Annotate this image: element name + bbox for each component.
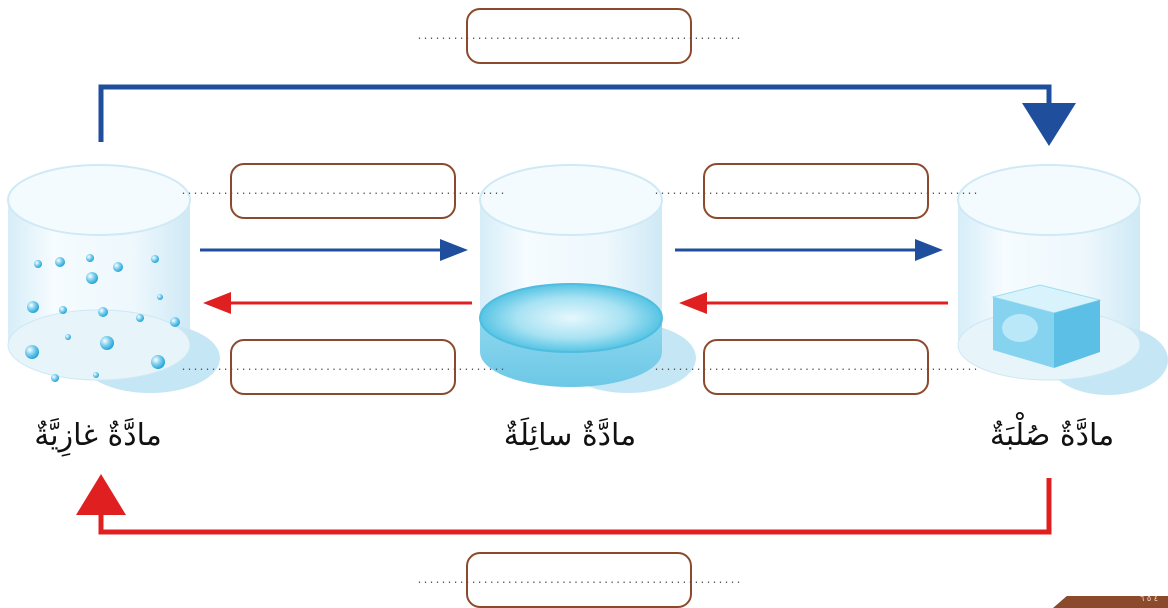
blank-box-gas-to-liquid[interactable]: ........................................… <box>180 163 506 219</box>
label-liquid: مادَّةٌ سائِلَةٌ <box>503 418 637 453</box>
arrow-solid-to-gas <box>76 474 1052 535</box>
blank-box-solid-to-liquid[interactable]: ........................................… <box>653 339 979 395</box>
arrow-gas-to-solid <box>98 84 1076 146</box>
page-corner-tab: ٤ ٥ ٦ <box>1053 596 1168 608</box>
blank-line: ........................................… <box>416 574 742 586</box>
gas-jar <box>7 164 220 393</box>
arrow-liquid-to-gas <box>203 292 472 314</box>
solid-jar <box>957 164 1168 395</box>
arrow-liquid-to-solid <box>675 239 943 261</box>
water-surface <box>479 283 663 353</box>
arrow-gas-to-liquid <box>200 239 468 261</box>
blank-box-bottom[interactable]: ........................................… <box>416 552 742 608</box>
blank-line: ........................................… <box>653 361 979 373</box>
arrow-solid-to-liquid <box>679 292 948 314</box>
label-solid: مادَّةٌ صُلْبَةٌ <box>989 418 1115 453</box>
blank-line: ........................................… <box>416 30 742 42</box>
corner-text: ٤ ٥ ٦ <box>1140 594 1158 603</box>
blank-line: ........................................… <box>653 185 979 197</box>
blank-line: ........................................… <box>180 185 506 197</box>
blank-box-liquid-to-gas[interactable]: ........................................… <box>180 339 506 395</box>
ice-cube <box>991 284 1102 368</box>
gas-bubbles <box>25 254 180 382</box>
label-gas: مادَّةٌ غازِيَّةٌ <box>34 418 162 453</box>
blank-box-top[interactable]: ........................................… <box>416 8 742 64</box>
blank-box-liquid-to-solid[interactable]: ........................................… <box>653 163 979 219</box>
blank-line: ........................................… <box>180 361 506 373</box>
liquid-jar <box>479 164 696 393</box>
